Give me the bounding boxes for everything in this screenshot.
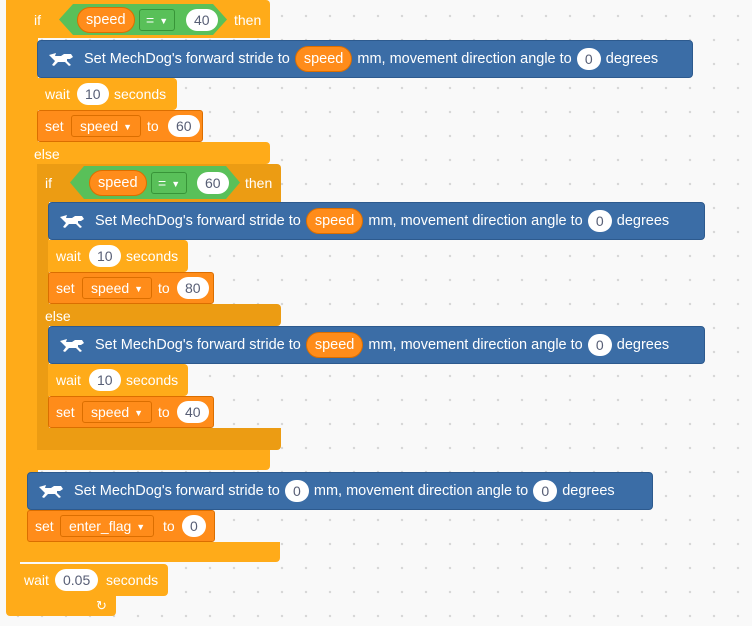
speed-reporter[interactable]: speed: [77, 7, 135, 33]
set-value-input[interactable]: 40: [177, 401, 209, 423]
seconds-keyword: seconds: [106, 572, 159, 588]
variable-dropdown[interactable]: speed▼: [71, 115, 142, 137]
wait-seconds-input[interactable]: 10: [89, 245, 121, 267]
chevron-down-icon: ▼: [123, 122, 133, 133]
to-keyword: to: [163, 518, 175, 534]
mechdog-icon: [39, 485, 63, 498]
if-keyword: if: [45, 175, 52, 191]
wait-seconds-input[interactable]: 10: [89, 369, 121, 391]
if-else-block-1-left-arm: [18, 0, 38, 562]
chevron-down-icon: ▼: [171, 179, 181, 190]
angle-label: mm, movement direction angle to: [368, 337, 583, 353]
degrees-label: degrees: [616, 337, 670, 353]
wait-keyword: wait: [45, 86, 70, 102]
mechdog-stride-block[interactable]: Set MechDog's forward stride to 0 mm, mo…: [27, 472, 653, 510]
else-keyword: else: [45, 308, 71, 324]
equals-operator-dropdown[interactable]: =▼: [151, 172, 188, 194]
speed-reporter[interactable]: speed: [294, 46, 353, 72]
then-keyword: then: [245, 175, 273, 191]
chevron-down-icon: ▼: [159, 16, 169, 27]
angle-input[interactable]: 0: [587, 210, 612, 232]
angle-input[interactable]: 0: [587, 334, 612, 356]
block-bottom-arm: [18, 542, 280, 562]
wait-keyword: wait: [24, 572, 49, 588]
set-keyword: set: [45, 118, 64, 134]
if-else-block-2-bottom-arm: [37, 428, 281, 450]
mechdog-icon: [49, 53, 73, 66]
set-keyword: set: [56, 280, 75, 296]
to-keyword: to: [158, 404, 170, 420]
chevron-down-icon: ▼: [134, 284, 144, 295]
seconds-keyword: seconds: [126, 248, 179, 264]
else-keyword: else: [34, 146, 60, 162]
set-keyword: set: [35, 518, 54, 534]
angle-label: mm, movement direction angle to: [368, 213, 583, 229]
equals-operator-dropdown[interactable]: =▼: [139, 9, 176, 31]
degrees-label: degrees: [616, 213, 670, 229]
angle-label: mm, movement direction angle to: [357, 51, 572, 67]
mechdog-stride-block[interactable]: Set MechDog's forward stride to speed mm…: [48, 326, 705, 364]
seconds-keyword: seconds: [126, 372, 179, 388]
variable-dropdown[interactable]: enter_flag▼: [60, 515, 155, 537]
angle-label: mm, movement direction angle to: [313, 483, 529, 499]
wait-seconds-input[interactable]: 0.05: [55, 569, 99, 591]
condition-value-input[interactable]: 60: [197, 172, 229, 194]
set-value-input[interactable]: 80: [177, 277, 209, 299]
stride-label: Set MechDog's forward stride to: [84, 51, 290, 67]
to-keyword: to: [147, 118, 159, 134]
speed-reporter[interactable]: speed: [305, 332, 364, 358]
variable-dropdown[interactable]: speed▼: [82, 277, 153, 299]
stride-label: Set MechDog's forward stride to: [95, 337, 301, 353]
else-row-1: [18, 142, 270, 164]
set-value-input[interactable]: 0: [182, 515, 206, 537]
stride-label: Set MechDog's forward stride to: [95, 213, 301, 229]
if-else-block-1-bottom-arm: [18, 450, 270, 470]
seconds-keyword: seconds: [114, 86, 167, 102]
degrees-label: degrees: [605, 51, 659, 67]
mechdog-stride-block[interactable]: Set MechDog's forward stride to speed mm…: [37, 40, 693, 78]
angle-input[interactable]: 0: [576, 48, 601, 70]
chevron-down-icon: ▼: [134, 408, 144, 419]
wait-keyword: wait: [56, 372, 81, 388]
degrees-label: degrees: [562, 483, 615, 499]
mechdog-icon: [60, 339, 84, 352]
variable-dropdown[interactable]: speed▼: [82, 401, 153, 423]
chevron-down-icon: ▼: [136, 522, 146, 533]
speed-reporter[interactable]: speed: [305, 208, 364, 234]
wait-keyword: wait: [56, 248, 81, 264]
angle-input[interactable]: 0: [533, 480, 558, 502]
outer-loop-left-arm: [6, 0, 20, 600]
else-row-2: [37, 304, 281, 326]
outer-loop-bottom-arm[interactable]: [6, 594, 116, 616]
stride-input[interactable]: 0: [284, 480, 309, 502]
loop-arrow-icon: ↻: [96, 598, 107, 613]
if-keyword: if: [34, 12, 41, 28]
condition-value-input[interactable]: 40: [186, 9, 218, 31]
set-value-input[interactable]: 60: [168, 115, 200, 137]
mechdog-stride-block[interactable]: Set MechDog's forward stride to speed mm…: [48, 202, 705, 240]
to-keyword: to: [158, 280, 170, 296]
speed-reporter[interactable]: speed: [89, 170, 147, 196]
then-keyword: then: [234, 12, 262, 28]
mechdog-icon: [60, 215, 84, 228]
wait-seconds-input[interactable]: 10: [77, 83, 109, 105]
set-keyword: set: [56, 404, 75, 420]
stride-label: Set MechDog's forward stride to: [74, 483, 280, 499]
